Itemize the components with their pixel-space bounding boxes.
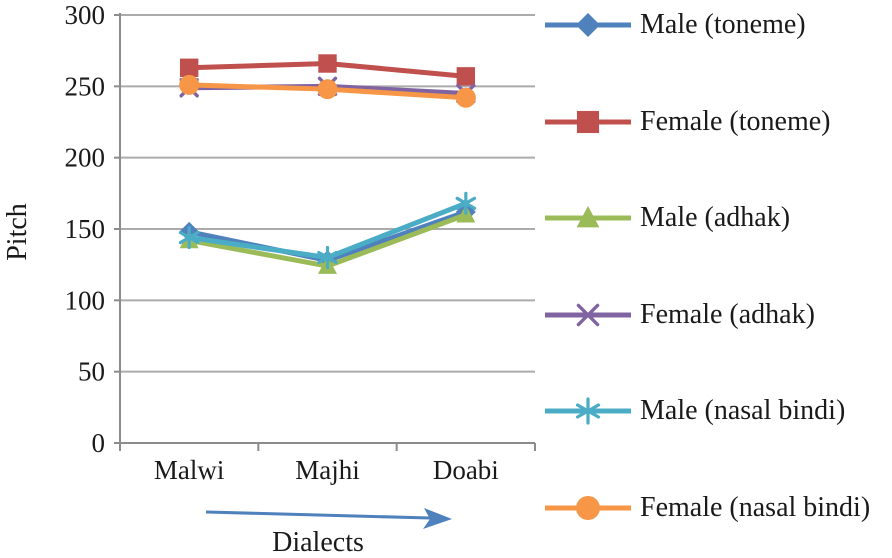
x-axis-title: Dialects bbox=[272, 527, 364, 558]
series-male-nasal-bindi bbox=[178, 191, 477, 270]
triangle-marker bbox=[576, 206, 600, 228]
circle-marker bbox=[179, 74, 200, 95]
y-tick-label: 0 bbox=[92, 428, 106, 458]
dialects-arrow-icon bbox=[205, 508, 452, 529]
x-tick-label-doabi: Doabi bbox=[433, 455, 499, 485]
square-marker bbox=[456, 67, 476, 86]
pitch-line-chart: 0 50 100 150 200 250 300 Malwi Majhi Doabi Pitch… bbox=[2, 0, 536, 558]
series-female-nasal-bindi bbox=[179, 74, 476, 108]
legend-item-female-adhak: Female (adhak) bbox=[543, 297, 892, 333]
x-axis-tick-labels: Malwi Majhi Doabi bbox=[154, 455, 499, 485]
y-tick-label: 150 bbox=[65, 214, 106, 244]
legend-item-female-nasal-bindi: Female (nasal bindi) bbox=[543, 490, 892, 526]
series-female-toneme bbox=[179, 54, 476, 86]
y-axis-title: Pitch bbox=[2, 203, 33, 261]
legend-label: Female (nasal bindi) bbox=[640, 491, 871, 523]
legend-swatch-x-icon bbox=[545, 303, 631, 327]
legend-label: Male (adhak) bbox=[640, 202, 791, 234]
x-tick-label-majhi: Majhi bbox=[295, 455, 360, 485]
circle-marker bbox=[317, 79, 338, 100]
star-marker bbox=[575, 397, 601, 425]
y-axis-tick-labels: 0 50 100 150 200 250 300 bbox=[65, 0, 106, 458]
y-tick-label: 300 bbox=[65, 0, 106, 30]
data-series bbox=[178, 54, 477, 274]
legend-item-male-adhak: Male (adhak) bbox=[543, 200, 892, 236]
star-marker bbox=[455, 191, 477, 215]
square-marker bbox=[179, 58, 199, 77]
y-tick-label: 200 bbox=[65, 143, 106, 173]
axes bbox=[114, 13, 536, 451]
legend-label: Female (adhak) bbox=[640, 298, 815, 330]
legend-swatch-diamond-icon bbox=[545, 13, 631, 37]
square-marker bbox=[318, 54, 337, 73]
legend-item-male-nasal-bindi: Male (nasal bindi) bbox=[543, 393, 892, 429]
legend-item-male-toneme: Male (toneme) bbox=[543, 7, 892, 43]
legend-label: Female (toneme) bbox=[640, 105, 831, 137]
star-marker bbox=[178, 225, 200, 250]
circle-marker bbox=[576, 495, 600, 520]
y-tick-label: 250 bbox=[65, 71, 106, 101]
chart-legend: Male (toneme) Female (toneme) Male (adhak)… bbox=[543, 7, 892, 526]
legend-item-female-toneme: Female (toneme) bbox=[543, 104, 892, 140]
legend-swatch-circle-icon bbox=[545, 495, 631, 520]
y-tick-label: 100 bbox=[65, 285, 106, 315]
circle-marker bbox=[455, 87, 476, 108]
legend-label: Male (toneme) bbox=[640, 9, 806, 40]
square-marker bbox=[576, 110, 600, 133]
x-marker bbox=[576, 303, 600, 327]
y-tick-label: 50 bbox=[78, 357, 105, 387]
x-tick-label-malwi: Malwi bbox=[154, 455, 225, 485]
legend-swatch-square-icon bbox=[545, 110, 631, 133]
star-marker bbox=[317, 245, 338, 270]
legend-swatch-triangle-icon bbox=[545, 206, 631, 228]
diamond-marker bbox=[576, 13, 600, 37]
legend-label: Male (nasal bindi) bbox=[640, 395, 846, 427]
legend-swatch-star-icon bbox=[545, 397, 631, 425]
